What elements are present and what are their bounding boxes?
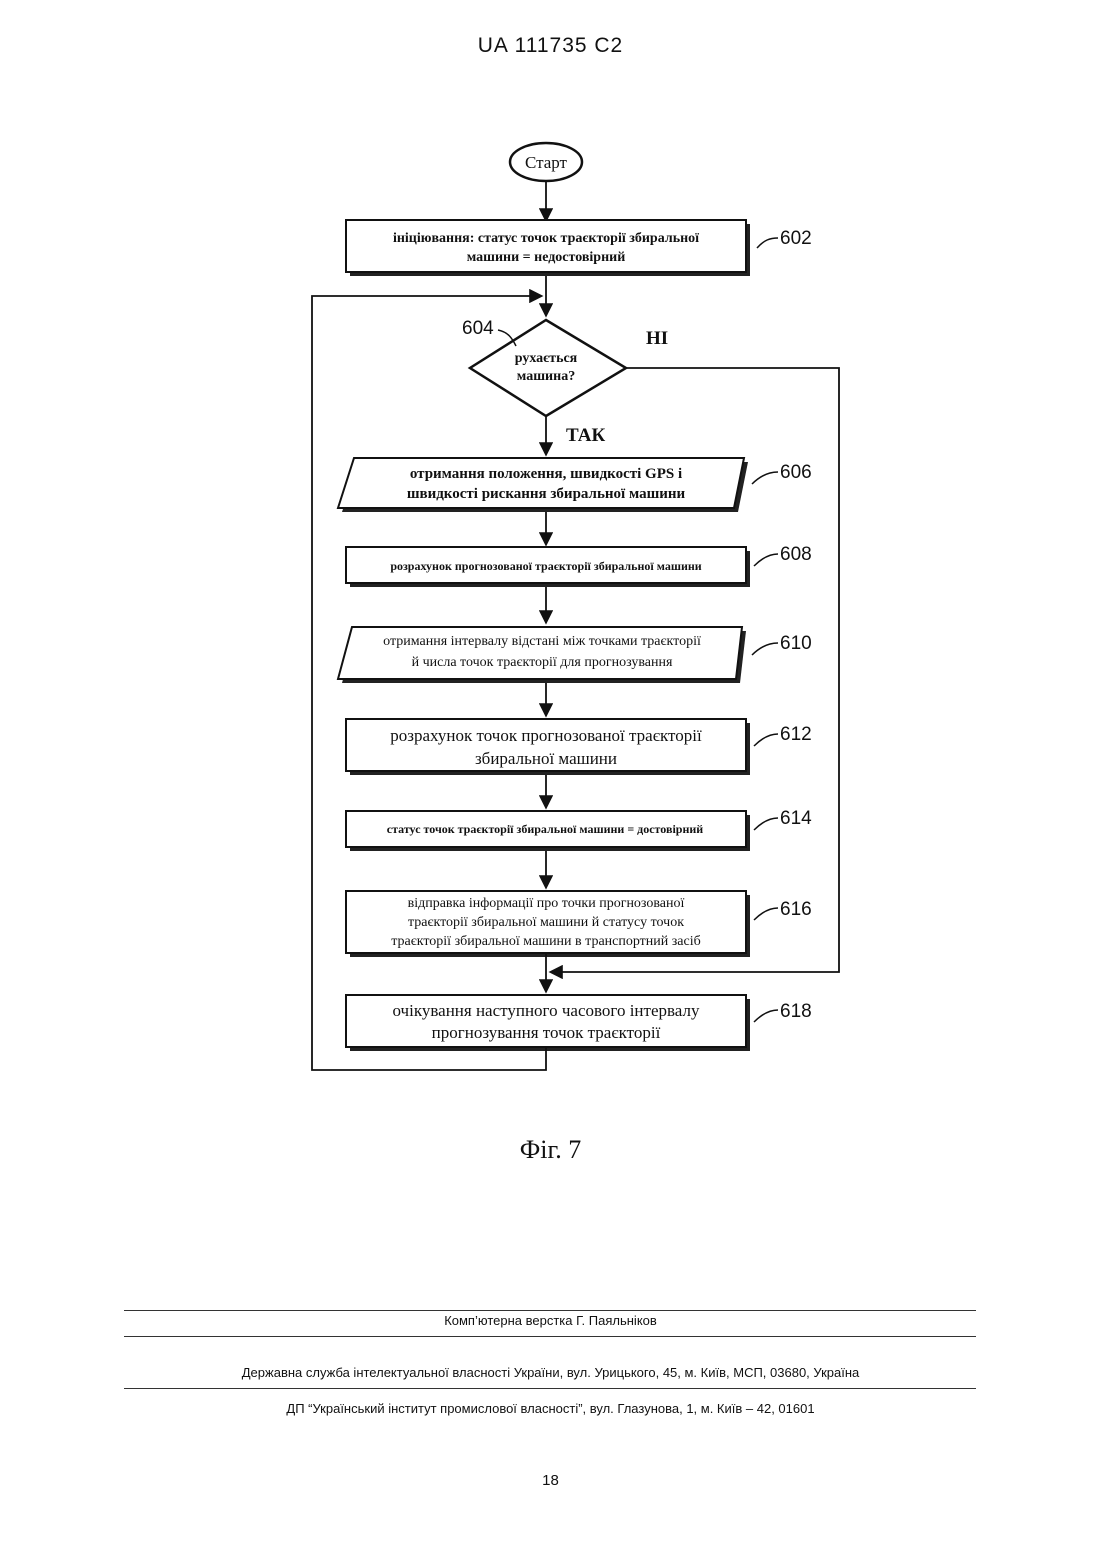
step-602-line2: машини = недостовірний [467,250,626,265]
no-label: НІ [646,328,668,349]
step-606-line1: отримання положення, швидкості GPS і [410,466,682,482]
step-612-line2: збиральної машини [475,749,617,768]
step-610-line2: й числа точок траєкторії для прогнозуван… [412,655,673,670]
start-label: Старт [525,153,568,172]
step-614-line1: статус точок траєкторії збиральної машин… [387,822,704,836]
page-number: 18 [0,1472,1101,1489]
footer-office: Державна служба інтелектуальної власност… [0,1365,1101,1380]
step-606-line2: швидкості рискання збиральної машини [407,486,686,502]
footer-divider [124,1310,976,1311]
step-608-box: розрахунок прогнозованої траєкторії збир… [346,547,750,587]
step-616-line1: відправка інформації про точки прогнозов… [408,896,685,911]
ref-614: 614 [780,808,812,829]
step-616-line2: траєкторії збиральної машини й статусу т… [408,915,684,930]
ref-618: 618 [780,1001,812,1022]
ref-610: 610 [780,633,812,654]
footer-divider [124,1336,976,1337]
yes-label: ТАК [566,425,605,446]
step-612-line1: розрахунок точок прогнозованої траєкторі… [390,726,702,745]
step-618-line2: прогнозування точок траєкторії [432,1023,661,1042]
ref-608: 608 [780,544,812,565]
footer-typesetting: Комп’ютерна верстка Г. Паяльніков [0,1313,1101,1328]
step-612-box: розрахунок точок прогнозованої траєкторі… [346,719,750,775]
ref-606: 606 [780,462,812,483]
ref-604: 604 [462,318,494,339]
decision-604-line2: машина? [517,369,575,384]
step-616-box: відправка інформації про точки прогнозов… [346,891,750,957]
figure-caption: Фіг. 7 [0,1135,1101,1165]
ref-616: 616 [780,899,812,920]
step-616-line3: траєкторії збиральної машини в транспорт… [391,934,701,949]
step-610-line1: отримання інтервалу відстані між точками… [383,634,701,649]
start-terminal: Старт [510,143,582,181]
footer-divider [124,1388,976,1389]
step-602-box: ініціювання: статус точок траєкторії зби… [346,220,750,276]
footer-institute: ДП “Український інститут промислової вла… [0,1401,1101,1416]
step-618-box: очікування наступного часового інтервалу… [346,995,750,1051]
step-608-line1: розрахунок прогнозованої траєкторії збир… [390,559,701,573]
step-606-io: отримання положення, швидкості GPS і шви… [338,458,748,512]
step-618-line1: очікування наступного часового інтервалу [393,1001,700,1020]
step-614-box: статус точок траєкторії збиральної машин… [346,811,750,851]
flowchart: Старт ініціювання: статус точок траєктор… [0,0,1101,1100]
decision-604-line1: рухається [515,351,578,366]
ref-602: 602 [780,228,812,249]
step-602-line1: ініціювання: статус точок траєкторії зби… [393,231,699,246]
step-610-io: отримання інтервалу відстані між точками… [338,627,746,683]
ref-612: 612 [780,724,812,745]
